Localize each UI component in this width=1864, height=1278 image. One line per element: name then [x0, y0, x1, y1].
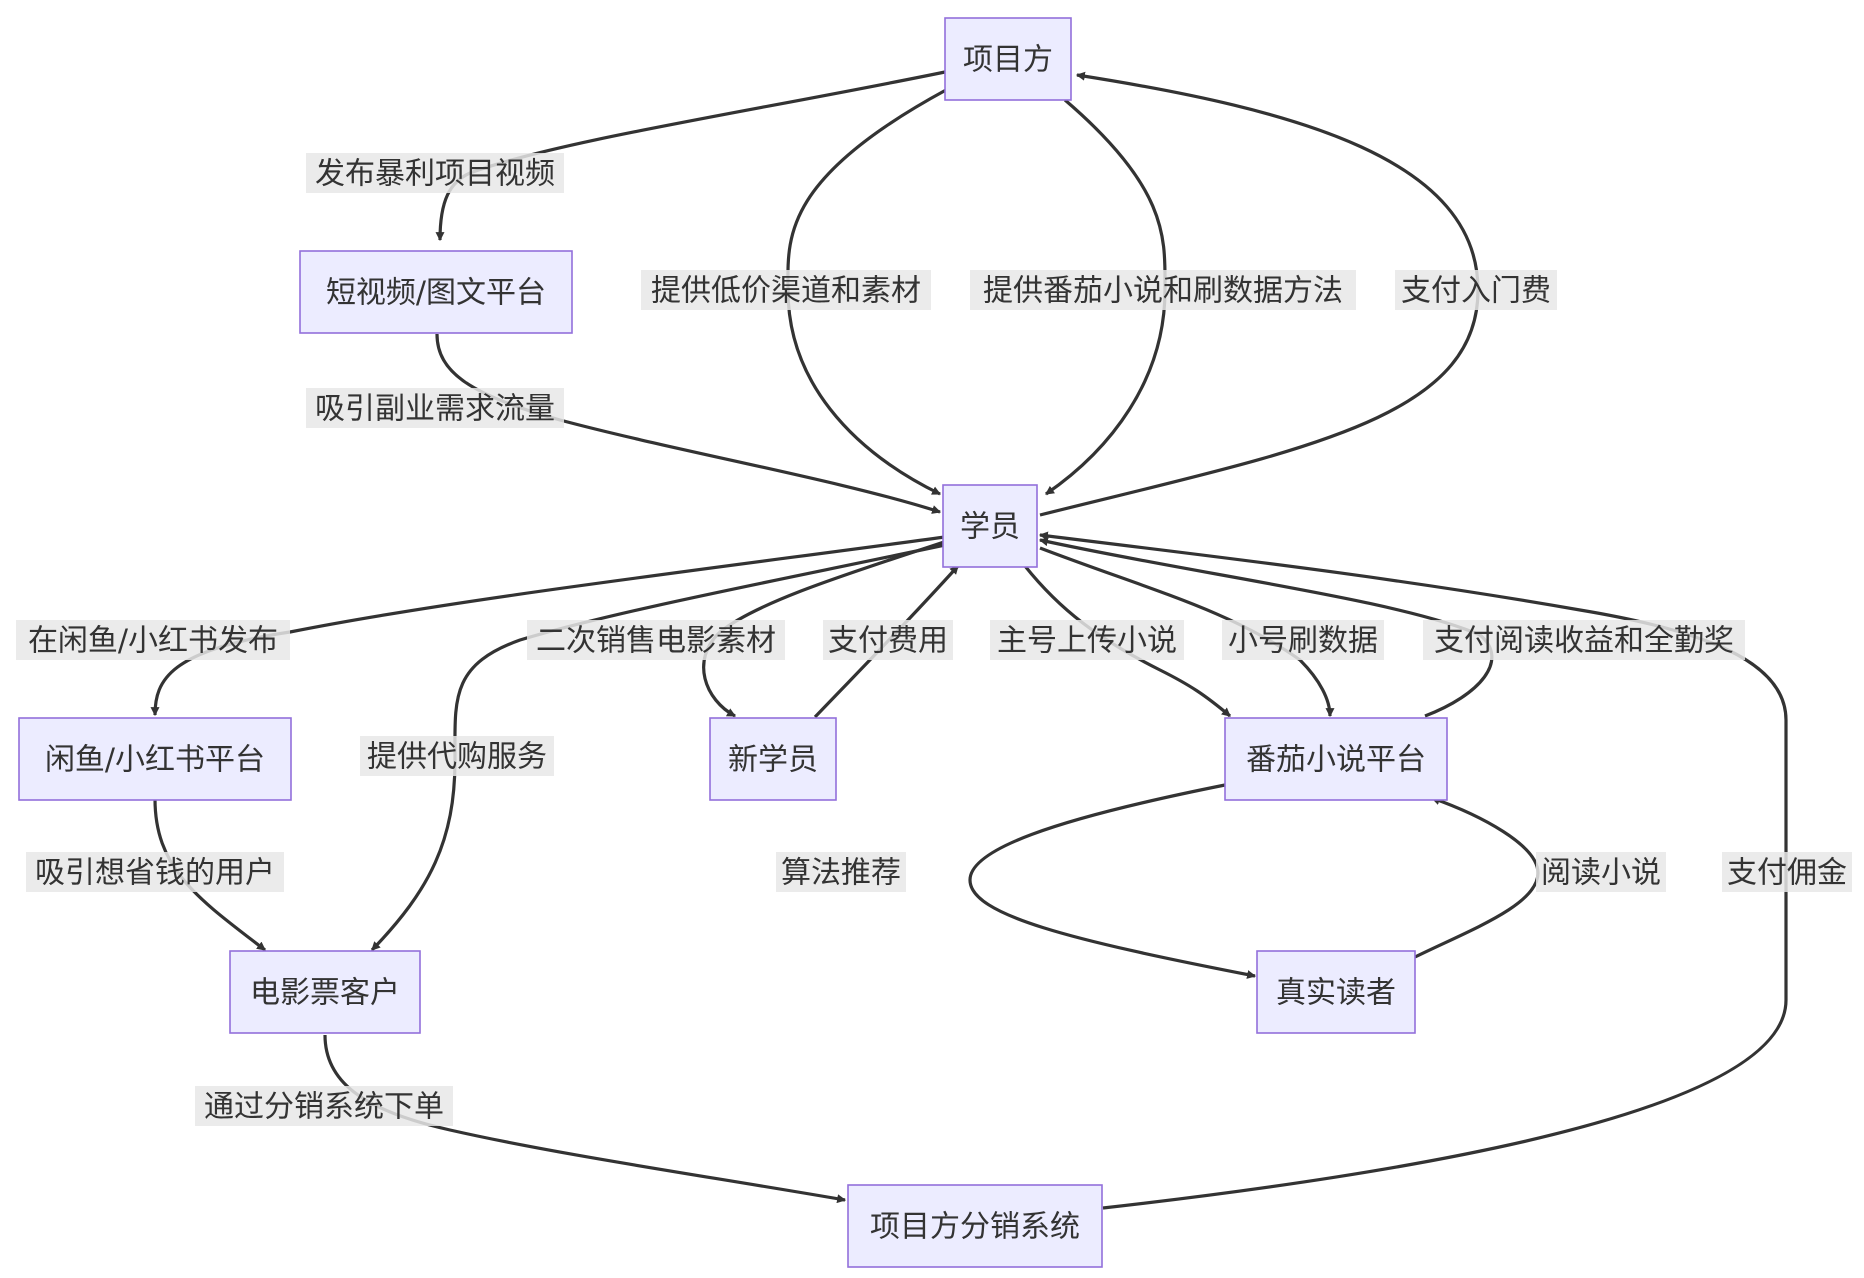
- edge-distribution-to-student-commission: [1038, 531, 1788, 1210]
- node-xianyu-platform[interactable]: 闲鱼/小红书平台: [18, 717, 292, 801]
- label-publish-video: 发布暴利项目视频: [315, 157, 555, 192]
- label-sub-account: 小号刷数据: [1228, 624, 1378, 659]
- label-commission: 支付佣金: [1727, 856, 1847, 891]
- node-movie-customer[interactable]: 电影票客户: [229, 950, 421, 1034]
- label-proxy-service: 提供代购服务: [367, 740, 547, 775]
- node-fanqie-platform-label: 番茄小说平台: [1246, 743, 1426, 778]
- node-student-label: 学员: [960, 510, 1020, 545]
- edge-labels: 发布暴利项目视频 吸引副业需求流量 提供低价渠道和素材 提供番茄小说和刷数据方法…: [16, 153, 1852, 1126]
- node-new-student-label: 新学员: [728, 743, 818, 778]
- node-xianyu-platform-label: 闲鱼/小红书平台: [45, 743, 265, 778]
- edge-fanqie-to-real-reader: [968, 783, 1257, 979]
- label-read-novel: 阅读小说: [1541, 856, 1661, 891]
- node-student[interactable]: 学员: [942, 484, 1038, 568]
- node-movie-customer-label: 电影票客户: [250, 976, 400, 1011]
- node-fanqie-platform[interactable]: 番茄小说平台: [1224, 717, 1448, 801]
- edge-short-video-to-student: [435, 333, 942, 514]
- edge-fanqie-to-student-income: [1038, 537, 1494, 718]
- label-algorithm: 算法推荐: [781, 856, 901, 891]
- label-upload-novel: 主号上传小说: [997, 624, 1177, 659]
- label-fanqie-method: 提供番茄小说和刷数据方法: [983, 274, 1343, 309]
- node-project[interactable]: 项目方: [944, 17, 1072, 101]
- label-attract-traffic: 吸引副业需求流量: [315, 392, 555, 427]
- node-project-label: 项目方: [963, 43, 1053, 78]
- node-real-reader-label: 真实读者: [1276, 976, 1396, 1011]
- node-new-student[interactable]: 新学员: [709, 717, 837, 801]
- node-short-video-platform-label: 短视频/图文平台: [326, 276, 546, 311]
- label-pay-fee: 支付费用: [828, 624, 948, 659]
- node-short-video-platform[interactable]: 短视频/图文平台: [299, 250, 573, 334]
- node-real-reader[interactable]: 真实读者: [1256, 950, 1416, 1034]
- label-order-distribution: 通过分销系统下单: [204, 1090, 444, 1125]
- label-resell-material: 二次销售电影素材: [536, 624, 776, 659]
- edge-student-to-movie-customer: [370, 543, 946, 952]
- node-distribution-system-label: 项目方分销系统: [870, 1210, 1080, 1245]
- label-entry-fee: 支付入门费: [1401, 274, 1551, 309]
- label-reading-income: 支付阅读收益和全勤奖: [1434, 624, 1734, 659]
- label-attract-savers: 吸引想省钱的用户: [35, 856, 275, 891]
- edge-student-to-fanqie-upload: [1023, 565, 1232, 718]
- edge-project-to-short-video: [435, 70, 946, 242]
- edge-student-to-xianyu: [150, 535, 946, 717]
- label-post-xianyu: 在闲鱼/小红书发布: [28, 624, 278, 659]
- edge-movie-customer-to-distribution: [323, 1034, 847, 1204]
- node-distribution-system[interactable]: 项目方分销系统: [847, 1184, 1103, 1268]
- label-low-price-channel: 提供低价渠道和素材: [651, 274, 921, 309]
- edge-real-reader-to-fanqie: [1414, 796, 1540, 959]
- nodes: 项目方 短视频/图文平台 学员 闲鱼/小红书平台 新学员 番茄小说平台 电影票客…: [18, 17, 1448, 1268]
